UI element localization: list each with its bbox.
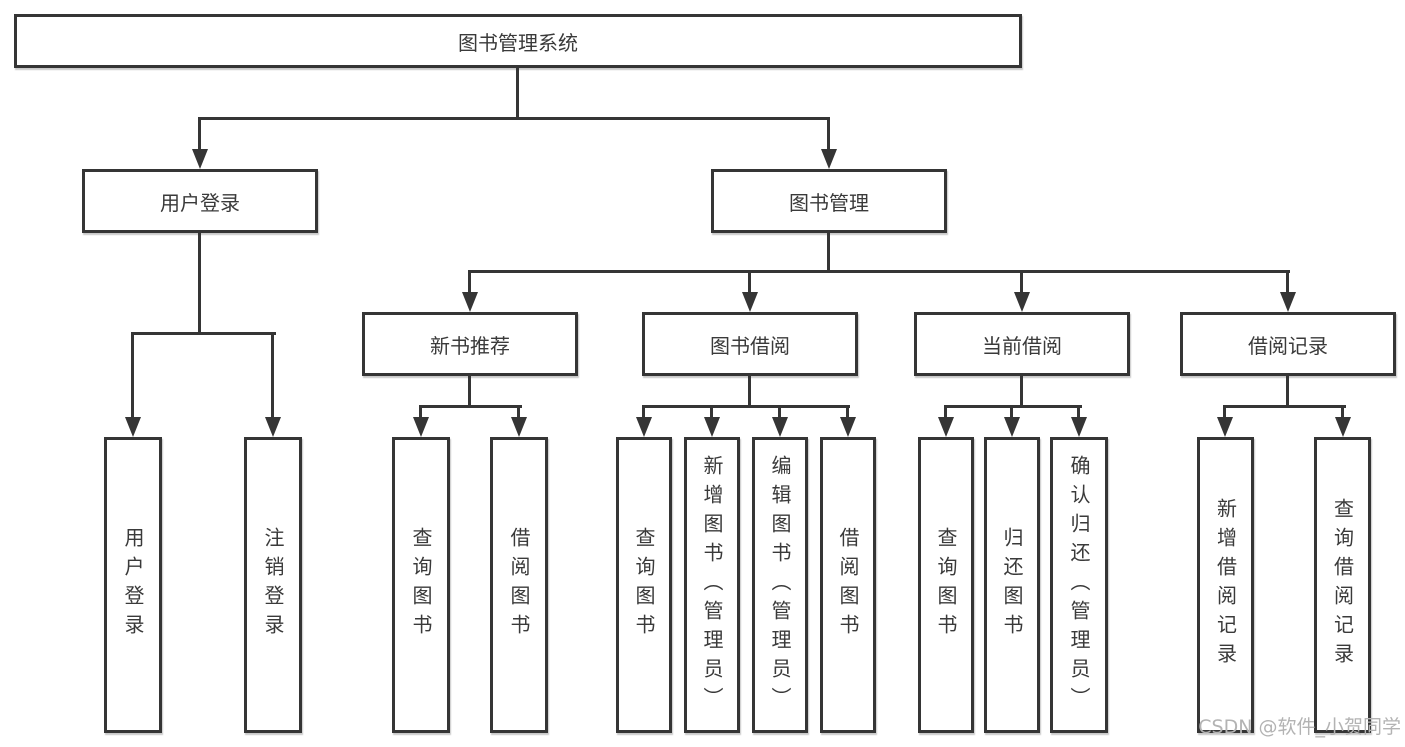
arrow-down-icon bbox=[462, 292, 478, 312]
connector-stub bbox=[1286, 270, 1289, 295]
csdn-watermark: CSDN @软件_小贺同学 bbox=[1198, 716, 1401, 738]
connector-stub bbox=[1077, 405, 1080, 421]
node-new-book-recommend: 新书推荐 bbox=[362, 312, 578, 376]
connector-drop bbox=[1020, 376, 1023, 407]
connector-stub bbox=[710, 405, 713, 421]
connector-rail bbox=[1223, 405, 1346, 408]
connector-stub bbox=[271, 332, 274, 421]
root-node-library-system: 图书管理系统 bbox=[14, 14, 1022, 68]
leaf-label: 查询图书 bbox=[934, 527, 958, 643]
arrow-down-icon bbox=[125, 417, 141, 437]
connector-user-login-drop bbox=[198, 233, 201, 335]
connector-stub bbox=[827, 117, 830, 153]
node-user-login-label: 用户登录 bbox=[160, 190, 240, 215]
leaf-return-books: 归还图书 bbox=[984, 437, 1040, 733]
connector-book-mgmt-drop bbox=[827, 233, 830, 272]
leaf-label: 借阅图书 bbox=[836, 527, 860, 643]
arrow-down-icon bbox=[1217, 417, 1233, 437]
arrow-down-icon bbox=[511, 417, 527, 437]
connector-stub bbox=[131, 332, 134, 421]
arrow-down-icon bbox=[192, 149, 208, 169]
arrow-down-icon bbox=[413, 417, 429, 437]
leaf-label: 注销登录 bbox=[261, 527, 285, 643]
node-book-borrowing: 图书借阅 bbox=[642, 312, 858, 376]
root-node-label: 图书管理系统 bbox=[458, 30, 578, 55]
leaf-add-books-admin: 新增图书（管理员） bbox=[684, 437, 740, 733]
arrow-down-icon bbox=[1335, 417, 1351, 437]
connector-drop bbox=[1286, 376, 1289, 407]
node-book-management: 图书管理 bbox=[711, 169, 947, 233]
leaf-label: 查询图书 bbox=[409, 527, 433, 643]
connector-drop bbox=[468, 376, 471, 407]
connector-stub bbox=[642, 405, 645, 421]
connector-stub bbox=[1341, 405, 1344, 421]
arrow-down-icon bbox=[1004, 417, 1020, 437]
leaf-logout: 注销登录 bbox=[244, 437, 302, 733]
connector-stub bbox=[778, 405, 781, 421]
connector-user-login-rail bbox=[131, 332, 276, 335]
connector-rail bbox=[642, 405, 850, 408]
leaf-label: 确认归还（管理员） bbox=[1067, 454, 1091, 716]
arrow-down-icon bbox=[938, 417, 954, 437]
arrow-down-icon bbox=[772, 417, 788, 437]
leaf-label: 归还图书 bbox=[1000, 527, 1024, 643]
connector-stub bbox=[1020, 270, 1023, 295]
leaf-label: 新增借阅记录 bbox=[1213, 498, 1238, 672]
leaf-label: 用户登录 bbox=[121, 527, 145, 643]
connector-root-drop bbox=[516, 68, 519, 120]
leaf-add-borrow-record: 新增借阅记录 bbox=[1197, 437, 1254, 733]
connector-stub bbox=[468, 270, 471, 295]
connector-stub bbox=[748, 270, 751, 295]
connector-rail bbox=[419, 405, 522, 408]
leaf-query-books-current: 查询图书 bbox=[918, 437, 974, 733]
arrow-down-icon bbox=[742, 292, 758, 312]
leaf-query-books-recommend: 查询图书 bbox=[392, 437, 450, 733]
leaf-label: 查询借阅记录 bbox=[1330, 498, 1355, 672]
leaf-edit-books-admin: 编辑图书（管理员） bbox=[752, 437, 808, 733]
connector-stub bbox=[419, 405, 422, 421]
leaf-label: 查询图书 bbox=[632, 527, 656, 643]
connector-drop bbox=[748, 376, 751, 407]
leaf-borrow-books-recommend: 借阅图书 bbox=[490, 437, 548, 733]
connector-book-mgmt-rail bbox=[468, 270, 1290, 273]
connector-stub bbox=[517, 405, 520, 421]
leaf-label: 新增图书（管理员） bbox=[700, 454, 724, 716]
node-current-borrowing-label: 当前借阅 bbox=[982, 333, 1062, 358]
connector-stub bbox=[846, 405, 849, 421]
connector-stub bbox=[1010, 405, 1013, 421]
leaf-confirm-return-admin: 确认归还（管理员） bbox=[1050, 437, 1108, 733]
leaf-borrow-books: 借阅图书 bbox=[820, 437, 876, 733]
arrow-down-icon bbox=[636, 417, 652, 437]
leaf-query-books-borrowing: 查询图书 bbox=[616, 437, 672, 733]
arrow-down-icon bbox=[704, 417, 720, 437]
node-user-login: 用户登录 bbox=[82, 169, 318, 233]
connector-root-rail bbox=[198, 117, 830, 120]
connector-stub bbox=[198, 117, 201, 153]
connector-stub bbox=[1223, 405, 1226, 421]
arrow-down-icon bbox=[1014, 292, 1030, 312]
leaf-user-login: 用户登录 bbox=[104, 437, 162, 733]
arrow-down-icon bbox=[840, 417, 856, 437]
node-borrowing-records-label: 借阅记录 bbox=[1248, 333, 1328, 358]
node-book-management-label: 图书管理 bbox=[789, 190, 869, 215]
node-book-borrowing-label: 图书借阅 bbox=[710, 333, 790, 358]
connector-rail bbox=[944, 405, 1082, 408]
leaf-label: 编辑图书（管理员） bbox=[768, 454, 792, 716]
node-current-borrowing: 当前借阅 bbox=[914, 312, 1130, 376]
leaf-label: 借阅图书 bbox=[507, 527, 531, 643]
node-borrowing-records: 借阅记录 bbox=[1180, 312, 1396, 376]
arrow-down-icon bbox=[1280, 292, 1296, 312]
node-new-book-recommend-label: 新书推荐 bbox=[430, 333, 510, 358]
arrow-down-icon bbox=[821, 149, 837, 169]
arrow-down-icon bbox=[1071, 417, 1087, 437]
connector-stub bbox=[944, 405, 947, 421]
leaf-query-borrow-record: 查询借阅记录 bbox=[1314, 437, 1371, 733]
arrow-down-icon bbox=[265, 417, 281, 437]
